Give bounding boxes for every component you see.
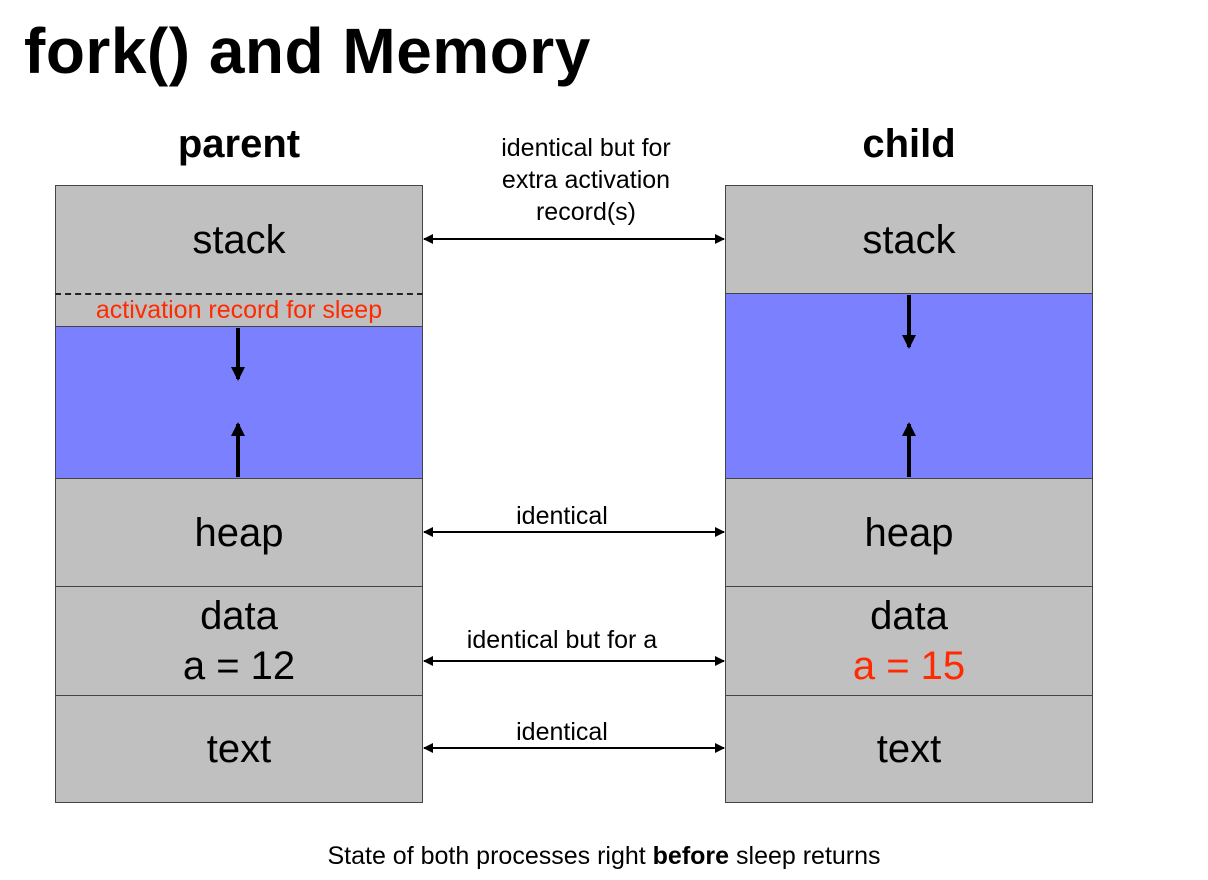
child-text-label: text (876, 727, 942, 771)
child-data-value: a = 15 (852, 644, 966, 688)
child-stack-label: stack (862, 217, 956, 262)
stack-annotation-line2: extra activation (501, 166, 671, 194)
child-data-segment: data a = 15 (725, 586, 1093, 696)
parent-data-label: data (200, 594, 278, 638)
parent-text-label: text (206, 727, 272, 771)
page-title: fork() and Memory (24, 15, 591, 87)
parent-heap-segment: heap (55, 478, 423, 587)
stack-annotation-line3: record(s) (535, 198, 636, 226)
parent-free-space (55, 326, 423, 479)
stack-annotation-line1: identical but for (501, 134, 671, 162)
stack-annotation: identical but for extra activation recor… (436, 132, 736, 228)
child-heap-segment: heap (725, 478, 1093, 587)
text-annotation: identical (516, 718, 608, 746)
child-stack-segment: stack (725, 185, 1093, 294)
parent-data-segment: data a = 12 (55, 586, 423, 696)
caption: State of both processes right before sle… (0, 842, 1208, 871)
caption-bold: before (652, 842, 730, 870)
child-label: child (862, 122, 956, 166)
child-data-label: data (870, 594, 948, 638)
caption-after: sleep returns (729, 842, 881, 870)
parent-text-segment: text (55, 695, 423, 803)
parent-label: parent (177, 122, 301, 166)
heap-annotation: identical (516, 502, 608, 530)
parent-activation-record: activation record for sleep (55, 293, 423, 326)
activation-record-label: activation record for sleep (95, 296, 383, 324)
child-text-segment: text (725, 695, 1093, 803)
parent-heap-label: heap (194, 510, 284, 555)
parent-stack-label: stack (192, 218, 286, 262)
parent-stack-segment: stack (55, 185, 423, 295)
data-annotation: identical but for a (466, 626, 658, 654)
child-free-space (725, 293, 1093, 479)
child-heap-label: heap (864, 510, 954, 555)
caption-before: State of both processes right (327, 842, 653, 870)
parent-data-value: a = 12 (182, 644, 296, 688)
